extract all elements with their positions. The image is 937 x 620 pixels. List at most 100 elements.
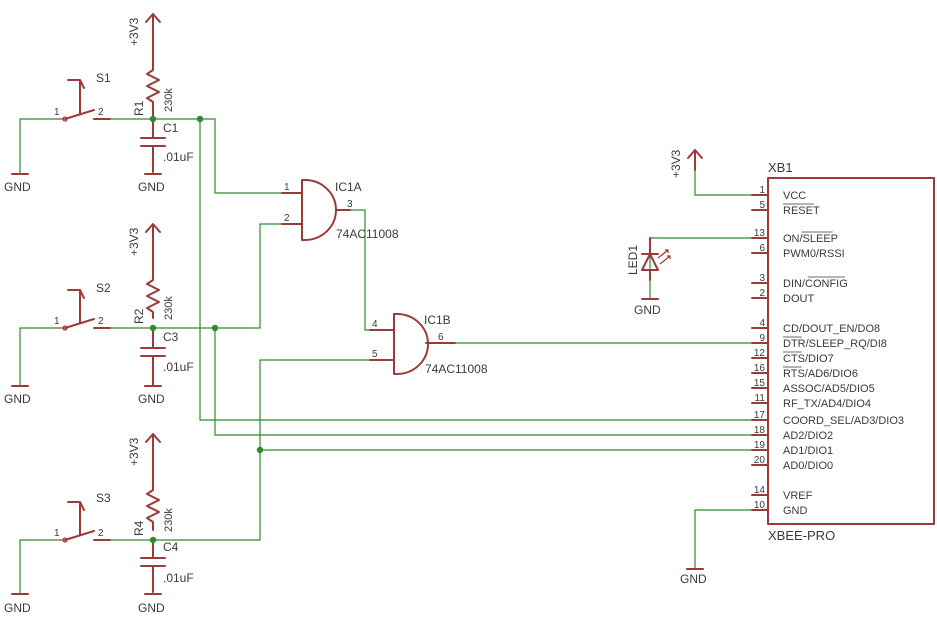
svg-text:2: 2 (98, 528, 104, 539)
svg-text:230k: 230k (163, 296, 175, 320)
xbee-pin-name: AD1/DIO1 (783, 445, 833, 457)
svg-text:C3: C3 (163, 330, 179, 344)
power-symbol: +3V3 (127, 13, 161, 61)
capacitor-symbol: C4 .01uF (140, 539, 194, 593)
capacitor-symbol: C3 .01uF (140, 327, 194, 386)
xbee-pin-number: 17 (754, 410, 766, 421)
svg-text:GND: GND (634, 303, 661, 317)
svg-text:S3: S3 (96, 491, 111, 505)
ground-symbol: GND (138, 385, 165, 406)
xbee-pin-name: ASSOC/AD5/DIO5 (783, 383, 875, 395)
svg-text:5: 5 (372, 349, 378, 360)
svg-text:74AC11008: 74AC11008 (336, 227, 399, 241)
ground-symbol: GND (4, 593, 31, 615)
switch-block-2: +3V3 R2 230k C3 .01uF GND S2 1 2 GND (4, 223, 194, 406)
xbee-pin-number: 15 (754, 378, 766, 389)
svg-text:.01uF: .01uF (163, 360, 194, 374)
svg-text:GND: GND (138, 180, 165, 194)
xbee-pin-number: 1 (759, 185, 765, 196)
xbee-pin-name: DOUT (783, 293, 814, 305)
xbee-pin-number: 20 (754, 455, 766, 466)
switch-block-1: +3V3 R1 230k C1 .01uF GND S1 1 2 GND (4, 13, 194, 194)
xbee-pin-name: VCC (783, 190, 806, 202)
xbee-pin-name: RF_TX/AD4/DIO4 (783, 398, 871, 410)
xbee-pin-number: 4 (759, 318, 765, 329)
xbee-pin-number: 9 (759, 333, 765, 344)
svg-text:230k: 230k (163, 88, 175, 112)
svg-text:1: 1 (54, 107, 60, 118)
svg-text:S2: S2 (96, 281, 111, 295)
xbee-pin-number: 16 (754, 363, 766, 374)
svg-text:1: 1 (54, 528, 60, 539)
svg-text:+3V3: +3V3 (127, 227, 141, 256)
pushbutton-switch: S3 1 2 (54, 491, 111, 543)
xbee-pin-name: DIN/CONFIG (783, 278, 848, 290)
xbee-pin-number: 14 (754, 485, 766, 496)
svg-text:LED1: LED1 (626, 245, 640, 275)
svg-text:IC1B: IC1B (424, 313, 451, 327)
xbee-pin-number: 11 (755, 393, 766, 404)
ground-symbol: GND (138, 173, 165, 194)
ground-symbol: GND (138, 593, 165, 615)
power-symbol: +3V3 (669, 149, 703, 178)
junctions (149, 115, 264, 544)
svg-text:S1: S1 (96, 71, 111, 85)
xbee-pin-number: 5 (759, 200, 765, 211)
xbee-pin-name: DTR/SLEEP_RQ/DI8 (783, 338, 887, 350)
svg-text:1: 1 (284, 182, 290, 193)
xbee-pin-name: AD0/DIO0 (783, 460, 833, 472)
power-symbol: +3V3 (127, 223, 161, 271)
svg-text:1: 1 (54, 316, 60, 327)
xbee-pin-name: RTS/AD6/DIO6 (783, 368, 858, 380)
svg-text:+3V3: +3V3 (669, 149, 683, 178)
resistor-symbol: R1 230k (132, 59, 175, 116)
resistor-symbol: R2 230k (132, 269, 175, 324)
svg-text:.01uF: .01uF (163, 150, 194, 164)
svg-text:2: 2 (284, 213, 290, 224)
svg-text:GND: GND (4, 180, 31, 194)
xbee-pin-number: 10 (754, 500, 766, 511)
svg-text:IC1A: IC1A (335, 180, 362, 194)
svg-text:3: 3 (347, 199, 353, 210)
svg-text:4: 4 (372, 319, 378, 330)
svg-text:R2: R2 (132, 308, 146, 324)
svg-text:74AC11008: 74AC11008 (425, 362, 488, 376)
svg-text:2: 2 (98, 107, 104, 118)
svg-text:GND: GND (138, 601, 165, 615)
pushbutton-switch: S2 1 2 (54, 281, 111, 331)
xbee-pin-name: PWM0/RSSI (783, 248, 845, 260)
xbee-pin-number: 18 (754, 425, 766, 436)
xbee-pin-name: AD2/DIO2 (783, 430, 833, 442)
svg-text:GND: GND (138, 392, 165, 406)
switch-block-3: +3V3 R4 230k C4 .01uF GND S3 1 2 GND (4, 433, 194, 615)
power-symbol: +3V3 (127, 433, 161, 481)
xbee-pin-number: 3 (759, 273, 765, 284)
svg-text:.01uF: .01uF (163, 571, 194, 585)
capacitor-symbol: C1 .01uF (140, 111, 194, 173)
svg-text:GND: GND (4, 392, 31, 406)
svg-text:C1: C1 (163, 121, 179, 135)
and-gate-ic1b: IC1B 74AC11008 4 5 6 (369, 313, 488, 376)
svg-text:+3V3: +3V3 (127, 437, 141, 466)
svg-text:C4: C4 (163, 540, 179, 554)
svg-text:2: 2 (98, 316, 104, 327)
xbee-pin-name: CD/DOUT_EN/DO8 (783, 323, 880, 335)
svg-text:XB1: XB1 (768, 160, 793, 175)
xbee-pin-number: 12 (754, 348, 766, 359)
xbee-pin-number: 2 (759, 288, 765, 299)
xbee-pin-name: GND (783, 505, 808, 517)
svg-text:R1: R1 (132, 100, 146, 116)
svg-text:XBEE-PRO: XBEE-PRO (768, 528, 835, 543)
xbee-pin-name: CTS/DIO7 (783, 353, 834, 365)
resistor-symbol: R4 230k (132, 479, 175, 536)
ground-symbol: GND (680, 568, 707, 586)
xbee-pin-number: 19 (754, 440, 766, 451)
and-gate-ic1a: IC1A 74AC11008 1 2 3 (281, 179, 399, 241)
ground-symbol: GND (4, 385, 31, 406)
ground-symbol: GND (4, 173, 31, 194)
xbee-pin-number: 13 (754, 228, 766, 239)
svg-text:+3V3: +3V3 (127, 17, 141, 46)
